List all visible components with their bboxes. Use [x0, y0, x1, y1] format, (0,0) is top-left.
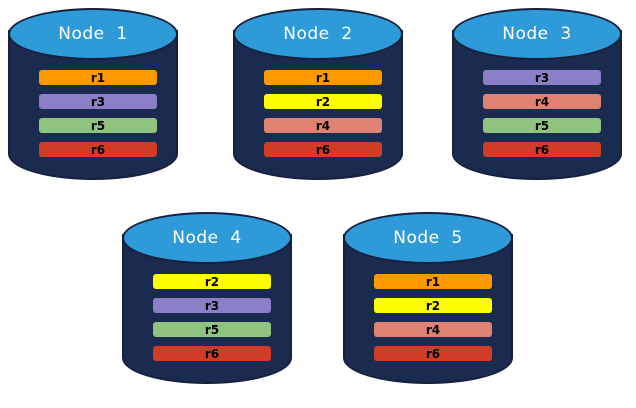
replica-bar-r2[interactable]: r2	[264, 94, 382, 109]
cylinder-top-ellipse	[452, 8, 622, 60]
database-node-1[interactable]: Node 1 r1 r3 r5 r6	[8, 8, 178, 194]
replica-bar-r2[interactable]: r2	[374, 298, 492, 313]
replica-bar-r1[interactable]: r1	[374, 274, 492, 289]
database-node-5[interactable]: Node 5 r1 r2 r4 r6	[343, 212, 513, 398]
replica-bar-r6[interactable]: r6	[483, 142, 601, 157]
cylinder-top-ellipse	[343, 212, 513, 264]
node-label: Node 2	[283, 24, 353, 44]
replica-bar-r6[interactable]: r6	[374, 346, 492, 361]
replica-bar-r4[interactable]: r4	[264, 118, 382, 133]
node-label: Node 3	[502, 24, 572, 44]
replica-bar-r2[interactable]: r2	[153, 274, 271, 289]
replica-stack: r1 r2 r4 r6	[374, 274, 492, 361]
replica-bar-r5[interactable]: r5	[39, 118, 157, 133]
replica-bar-r3[interactable]: r3	[153, 298, 271, 313]
database-node-3[interactable]: Node 3 r3 r4 r5 r6	[452, 8, 622, 194]
replica-bar-r5[interactable]: r5	[153, 322, 271, 337]
cylinder-top-ellipse	[233, 8, 403, 60]
replica-bar-r6[interactable]: r6	[153, 346, 271, 361]
node-label: Node 1	[58, 24, 128, 44]
replica-bar-r3[interactable]: r3	[483, 70, 601, 85]
replica-bar-r4[interactable]: r4	[374, 322, 492, 337]
replica-bar-r1[interactable]: r1	[264, 70, 382, 85]
replica-bar-r6[interactable]: r6	[39, 142, 157, 157]
replica-bar-r1[interactable]: r1	[39, 70, 157, 85]
replica-stack: r1 r2 r4 r6	[264, 70, 382, 157]
database-node-2[interactable]: Node 2 r1 r2 r4 r6	[233, 8, 403, 194]
node-label: Node 4	[172, 228, 242, 248]
replica-bar-r4[interactable]: r4	[483, 94, 601, 109]
replica-stack: r3 r4 r5 r6	[483, 70, 601, 157]
database-node-4[interactable]: Node 4 r2 r3 r5 r6	[122, 212, 292, 398]
node-label: Node 5	[393, 228, 463, 248]
cylinder-top-ellipse	[122, 212, 292, 264]
replica-stack: r1 r3 r5 r6	[39, 70, 157, 157]
replica-bar-r3[interactable]: r3	[39, 94, 157, 109]
replica-bar-r6[interactable]: r6	[264, 142, 382, 157]
replica-bar-r5[interactable]: r5	[483, 118, 601, 133]
replica-stack: r2 r3 r5 r6	[153, 274, 271, 361]
cylinder-top-ellipse	[8, 8, 178, 60]
